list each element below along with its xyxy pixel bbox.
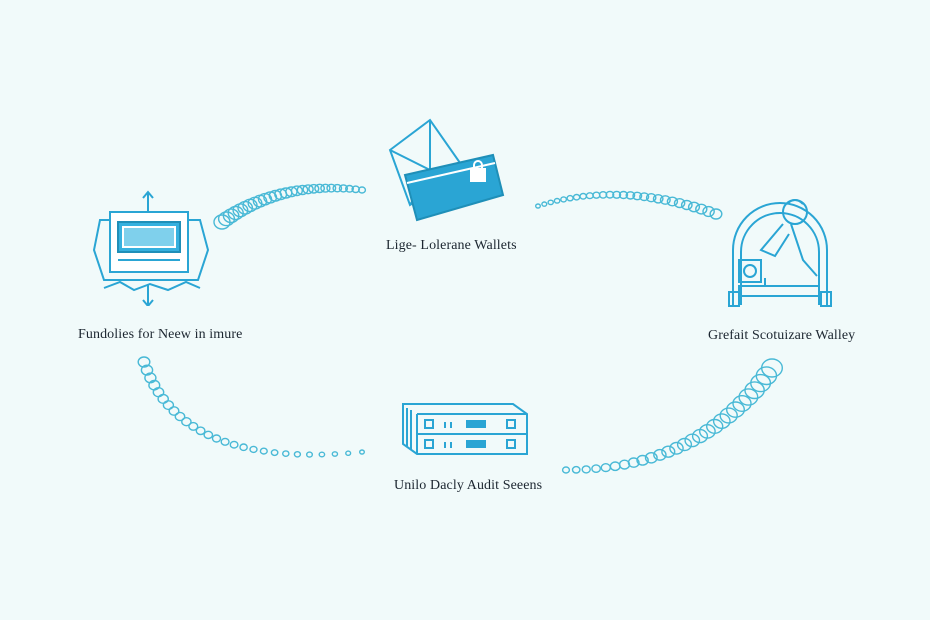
chain-link [227,205,244,221]
chain-link [188,421,199,431]
chain-link [625,191,636,200]
chain-link [168,406,180,416]
chain-link [211,434,222,443]
chain-link [331,451,339,457]
chain-link [571,465,581,474]
wallet-icon [385,115,510,228]
chain-link [744,381,765,400]
chain-link [719,407,738,424]
chain-link [296,184,309,196]
chain-link [290,185,304,197]
chain-link [157,393,169,405]
chain-link [314,183,325,194]
chain-link [669,441,684,455]
chain-link [140,364,154,376]
chain-link [326,183,337,193]
chain-link [137,356,151,368]
node-label-left: Fundolies for Neew in imure [78,327,243,342]
node-label-right: Grefait Scotuizare Walley [708,328,856,343]
chain-link [572,193,581,201]
chain-link [636,454,649,466]
chain-link [612,190,622,199]
connector-right-bottom [561,358,784,474]
chain-link [618,190,629,200]
chain-link [239,443,248,452]
chain-link [144,372,157,384]
chain-link [659,195,671,205]
chain-link [270,449,279,457]
server-rack-icon [395,398,535,465]
chain-link [306,451,314,458]
node-label-bottom: Unilo Dacly Audit Seeens [394,478,543,493]
chain-link [229,440,239,449]
chain-link [712,413,731,429]
chain-link [591,464,601,473]
chain-link [308,183,320,194]
chain-link [293,450,302,458]
chain-link [338,184,349,193]
chain-link [652,193,664,204]
chain-link [332,183,343,193]
chain-link [581,465,591,474]
chain-link [553,197,561,204]
chain-link [738,388,759,406]
chain-link [222,208,240,224]
chain-link [174,411,186,422]
chain-link [220,437,230,446]
chain-link [605,190,615,199]
chain-link [249,445,258,454]
chain-link [560,196,568,203]
node-label-top: Lige- Lolerane Wallets [386,238,517,253]
chain-link [345,184,355,193]
chain-link [162,400,175,411]
chain-link [203,430,214,440]
chain-link [579,192,588,200]
chain-link [726,401,746,418]
chain-link [639,192,650,202]
chain-link [676,437,693,452]
chain-link [695,203,708,215]
connector-bottom-left [137,356,366,458]
chain-link [732,395,752,413]
monitor-icon [90,190,214,311]
chain-link [632,191,643,201]
chain-link [561,466,571,474]
chain-link [359,449,366,455]
chain-link [702,205,715,218]
chain-link [541,201,548,207]
chain-link [547,199,555,206]
chain-link [281,450,290,457]
chain-link [644,451,658,464]
chain-link [585,192,594,200]
chain-link [691,428,709,444]
chain-link [645,192,657,203]
chain-link [357,186,367,194]
chain-link [320,183,331,193]
connector-left-top [213,183,367,230]
chain-link [302,184,314,195]
chain-link [709,208,723,220]
chain-link [666,196,679,207]
chain-link [673,198,686,209]
person-booth-icon [725,190,835,317]
chain-link [609,461,621,472]
chain-link [181,417,192,427]
chain-link [259,447,268,455]
chain-link [600,463,611,473]
chain-link [195,426,206,436]
chain-link [680,199,693,211]
chain-link [345,450,352,457]
chain-link [687,201,701,213]
chain-link [318,451,326,458]
chain-link [653,448,667,461]
chain-link [566,194,574,202]
chain-link [661,445,676,458]
chain-link [535,203,542,209]
chain-link [684,433,701,448]
connector-top-right [535,190,723,220]
chain-link [618,459,631,470]
